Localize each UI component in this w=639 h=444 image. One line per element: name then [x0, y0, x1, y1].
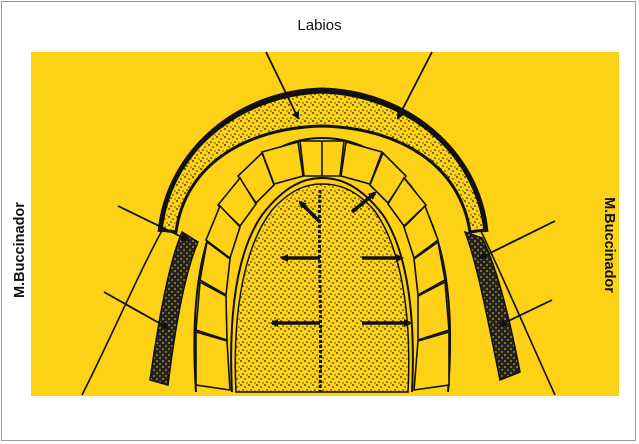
arrow-lip-right: [398, 52, 432, 118]
tooth: [196, 332, 230, 390]
arrow-buccinator-right-upper: [480, 221, 555, 258]
arrow-buccinator-left-lower: [104, 292, 168, 328]
buccinator-muscle-left: [150, 232, 198, 385]
tooth: [414, 332, 449, 390]
